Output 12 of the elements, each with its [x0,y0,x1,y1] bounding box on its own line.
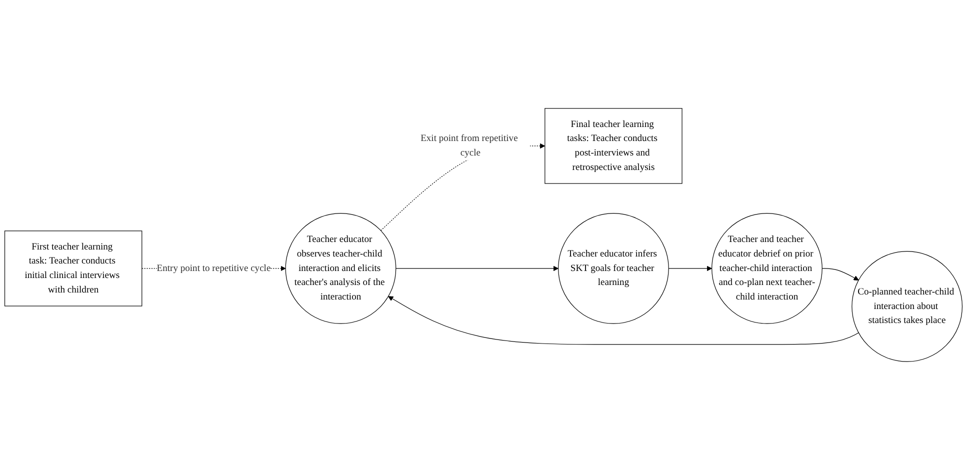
edge-label: Exit point from repetitive cycle [420,133,518,158]
node-circle: Co-planned teacher-child interaction about statistics takes place [852,251,963,362]
arrow [822,268,859,280]
arrow [396,266,559,272]
node-circle: Teacher educator observes teacher-child interaction and elicits teacher's analysis of the interaction [285,213,396,324]
node-circle: Teacher educator infers SKT goals for teacher learning [558,213,669,324]
edge-label: Entry point to repetitive cycle [156,263,271,274]
node-circle: Teacher and teacher educator debrief on prior teacher-child interaction and co-plan next teacher-child interaction [712,213,822,324]
node-box: First teacher learning task: Teacher conducts initial clinical interviews with children [4,230,142,306]
arrow [668,266,712,272]
arrow [388,296,859,345]
node-box: Final teacher learning tasks: Teacher conducts post-interviews and retrospective analysis [544,108,682,184]
